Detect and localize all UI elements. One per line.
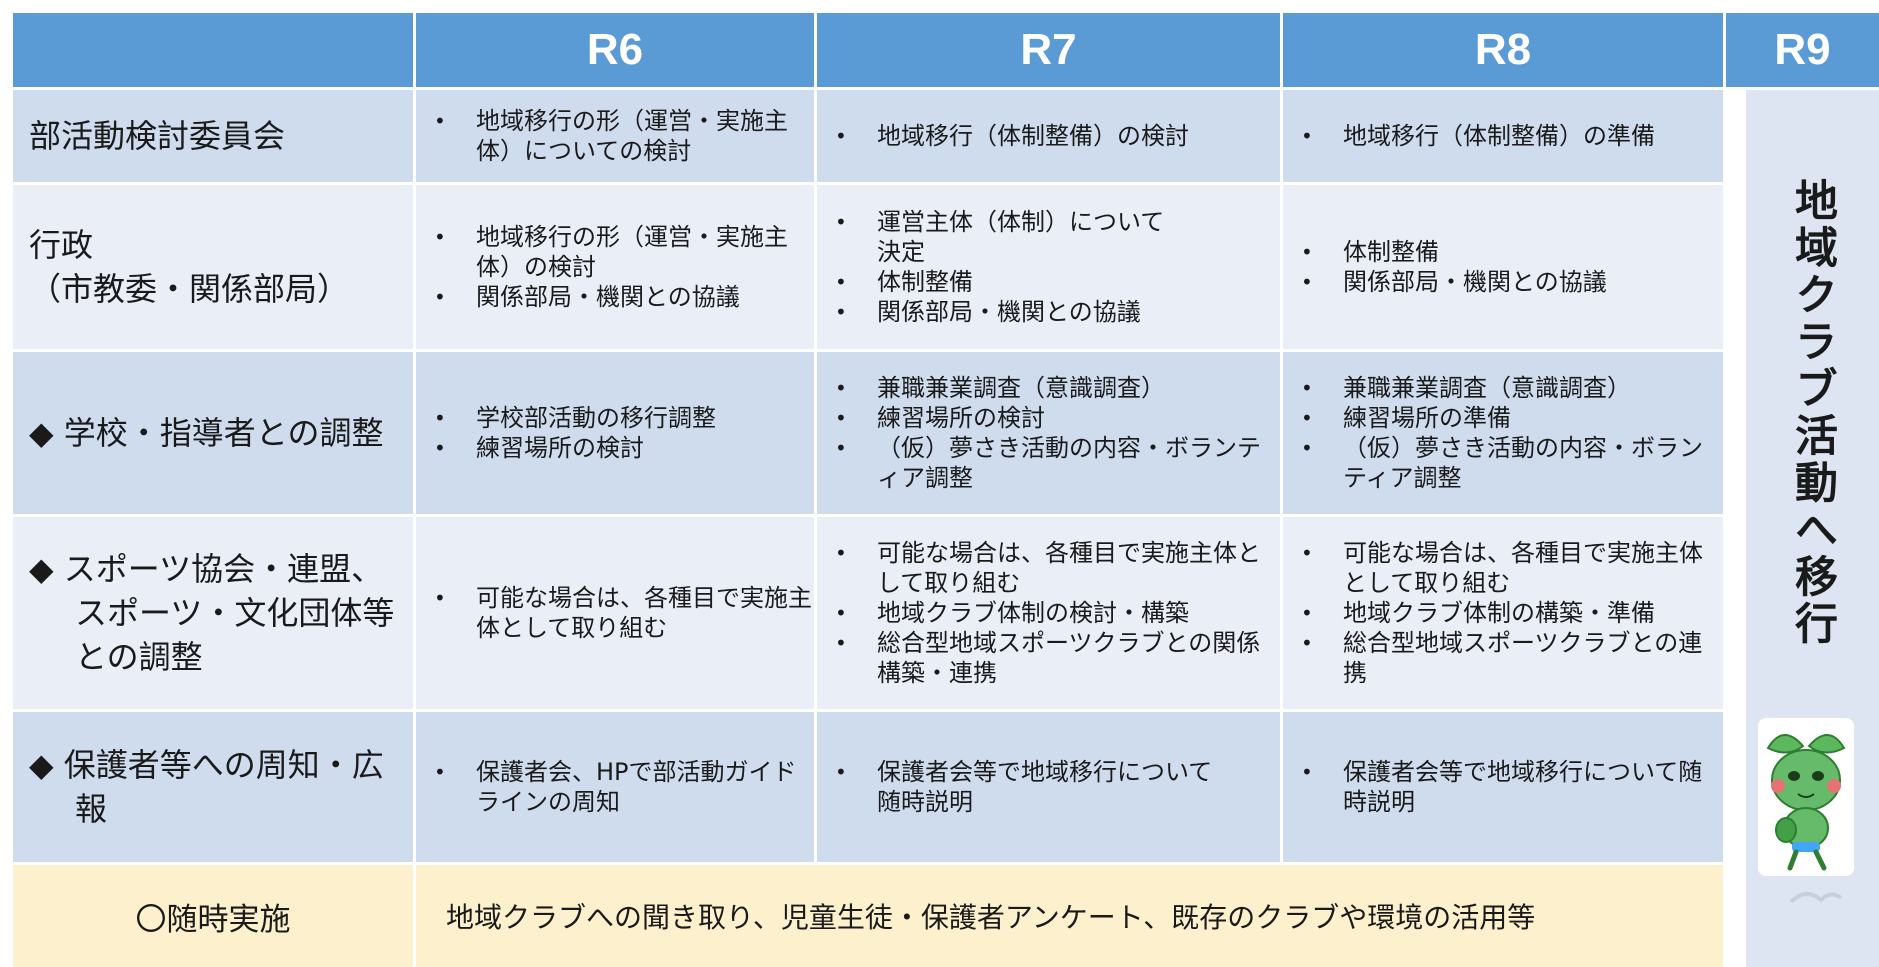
list-item: 関係部局・機関との協議 — [1283, 267, 1607, 297]
header-r9: R9 — [1726, 13, 1879, 87]
list-item: （仮）夢さき活動の内容・ボランティア調整 — [1283, 433, 1723, 493]
list-item: 地域移行（体制整備）の検討 — [817, 121, 1189, 151]
mascot-image — [1758, 718, 1854, 876]
bullet-list: 地域移行（体制整備）の準備 — [1283, 121, 1655, 151]
row-label-text: ◆ 保護者等への周知・広報 — [29, 746, 384, 828]
mascot-icon — [1766, 734, 1846, 871]
list-item: 兼職兼業調査（意識調査） — [817, 373, 1280, 403]
row2-r8-cell: 体制整備 関係部局・機関との協議 — [1283, 185, 1723, 349]
list-item: 体制整備 — [817, 267, 1177, 297]
header-r6: R6 — [416, 13, 814, 87]
row3-r7-cell: 兼職兼業調査（意識調査） 練習場所の検討 （仮）夢さき活動の内容・ボランティア調… — [817, 352, 1280, 514]
list-item: 学校部活動の移行調整 — [416, 403, 716, 433]
bullet-list: 地域移行の形（運営・実施主体）についての検討 — [416, 106, 814, 166]
list-item: 体制整備 — [1283, 237, 1607, 267]
bullet-list: 体制整備 関係部局・機関との協議 — [1283, 237, 1607, 297]
footer-label: 〇随時実施 — [13, 865, 413, 967]
row-label-schools: ◆ 学校・指導者との調整 — [13, 352, 413, 514]
row5-r8-cell: 保護者会等で地域移行について随時説明 — [1283, 712, 1723, 862]
list-item: 地域クラブ体制の検討・構築 — [817, 598, 1280, 628]
list-item: 地域移行の形（運営・実施主体）についての検討 — [416, 106, 814, 166]
list-item: 兼職兼業調査（意識調査） — [1283, 373, 1723, 403]
row-label-text: 行政 （市教委・関係部局） — [29, 223, 349, 311]
list-item: 可能な場合は、各種目で実施主体として取り組む — [416, 583, 814, 643]
bullet-list: 可能な場合は、各種目で実施主体として取り組む — [416, 583, 814, 643]
row1-r8-cell: 地域移行（体制整備）の準備 — [1283, 90, 1723, 182]
list-item: 総合型地域スポーツクラブとの連携 — [1283, 628, 1723, 688]
list-item: 地域クラブ体制の構築・準備 — [1283, 598, 1723, 628]
row2-r6-cell: 地域移行の形（運営・実施主体）の検討 関係部局・機関との協議 — [416, 185, 814, 349]
bullet-list: 保護者会等で地域移行について随時説明 — [817, 757, 1217, 817]
row1-r6-cell: 地域移行の形（運営・実施主体）についての検討 — [416, 90, 814, 182]
row1-r7-cell: 地域移行（体制整備）の検討 — [817, 90, 1280, 182]
bullet-list: 可能な場合は、各種目で実施主体として取り組む 地域クラブ体制の検討・構築 総合型… — [817, 538, 1280, 688]
row5-r6-cell: 保護者会、HPで部活動ガイドラインの周知 — [416, 712, 814, 862]
row4-r7-cell: 可能な場合は、各種目で実施主体として取り組む 地域クラブ体制の検討・構築 総合型… — [817, 517, 1280, 709]
bullet-list: 可能な場合は、各種目で実施主体として取り組む 地域クラブ体制の構築・準備 総合型… — [1283, 538, 1723, 688]
row-label-guardians: ◆ 保護者等への周知・広報 — [13, 712, 413, 862]
row-label-text: ◆ 学校・指導者との調整 — [29, 414, 384, 452]
list-item: 保護者会等で地域移行について随時説明 — [1283, 757, 1723, 817]
bullet-list: 兼職兼業調査（意識調査） 練習場所の準備 （仮）夢さき活動の内容・ボランティア調… — [1283, 373, 1723, 493]
r9-vertical-text: 地域クラブ活動へ移行 — [1787, 178, 1838, 648]
bullet-list: 運営主体（体制）について決定 体制整備 関係部局・機関との協議 — [817, 207, 1177, 327]
footer-text: 地域クラブへの聞き取り、児童生徒・保護者アンケート、既存のクラブや環境の活用等 — [416, 865, 1723, 967]
header-r7: R7 — [817, 13, 1280, 87]
list-item: 地域移行の形（運営・実施主体）の検討 — [416, 222, 814, 282]
row3-r8-cell: 兼職兼業調査（意識調査） 練習場所の準備 （仮）夢さき活動の内容・ボランティア調… — [1283, 352, 1723, 514]
r9-column: 地域クラブ活動へ移行 — [1746, 90, 1879, 967]
bullet-list: 保護者会、HPで部活動ガイドラインの周知 — [416, 757, 814, 817]
list-item: 練習場所の検討 — [817, 403, 1280, 433]
row2-r7-cell: 運営主体（体制）について決定 体制整備 関係部局・機関との協議 — [817, 185, 1280, 349]
bullet-list: 保護者会等で地域移行について随時説明 — [1283, 757, 1723, 817]
list-item: 運営主体（体制）について決定 — [817, 207, 1177, 267]
bullet-list: 地域移行（体制整備）の検討 — [817, 121, 1189, 151]
list-item: 関係部局・機関との協議 — [817, 297, 1177, 327]
row-label-line: 行政 — [29, 226, 94, 264]
row-label-administration: 行政 （市教委・関係部局） — [13, 185, 413, 349]
header-empty-cell — [13, 13, 413, 87]
list-item: 可能な場合は、各種目で実施主体として取り組む — [817, 538, 1280, 598]
row-label-sports-associations: ◆ スポーツ協会・連盟、スポーツ・文化団体等との調整 — [13, 517, 413, 709]
row-label-committee: 部活動検討委員会 — [13, 90, 413, 182]
row4-r8-cell: 可能な場合は、各種目で実施主体として取り組む 地域クラブ体制の構築・準備 総合型… — [1283, 517, 1723, 709]
list-item: （仮）夢さき活動の内容・ボランティア調整 — [817, 433, 1280, 493]
bullet-list: 兼職兼業調査（意識調査） 練習場所の検討 （仮）夢さき活動の内容・ボランティア調… — [817, 373, 1280, 493]
bullet-list: 学校部活動の移行調整 練習場所の検討 — [416, 403, 716, 463]
mascot-reflection-icon — [1789, 892, 1843, 904]
list-item: 保護者会等で地域移行について随時説明 — [817, 757, 1217, 817]
list-item: 総合型地域スポーツクラブとの関係構築・連携 — [817, 628, 1280, 688]
row-label-text: 部活動検討委員会 — [29, 117, 286, 155]
bullet-list: 地域移行の形（運営・実施主体）の検討 関係部局・機関との協議 — [416, 222, 814, 312]
row-label-text: ◆ スポーツ協会・連盟、スポーツ・文化団体等との調整 — [29, 550, 395, 676]
list-item: 可能な場合は、各種目で実施主体として取り組む — [1283, 538, 1723, 598]
list-item: 地域移行（体制整備）の準備 — [1283, 121, 1655, 151]
header-r8: R8 — [1283, 13, 1723, 87]
row-label-line: （市教委・関係部局） — [29, 270, 350, 308]
row5-r7-cell: 保護者会等で地域移行について随時説明 — [817, 712, 1280, 862]
row3-r6-cell: 学校部活動の移行調整 練習場所の検討 — [416, 352, 814, 514]
row4-r6-cell: 可能な場合は、各種目で実施主体として取り組む — [416, 517, 814, 709]
list-item: 練習場所の準備 — [1283, 403, 1723, 433]
list-item: 練習場所の検討 — [416, 433, 716, 463]
list-item: 関係部局・機関との協議 — [416, 282, 814, 312]
list-item: 保護者会、HPで部活動ガイドラインの周知 — [416, 757, 814, 817]
